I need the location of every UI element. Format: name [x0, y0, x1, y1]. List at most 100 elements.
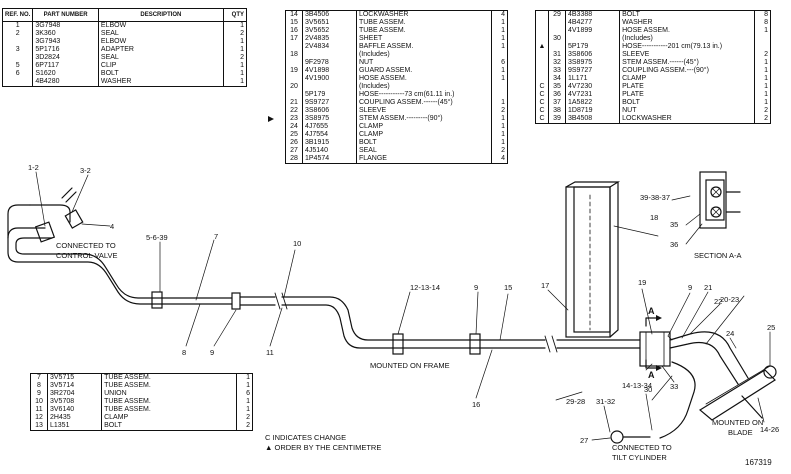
- cell-part: 3K360: [32, 30, 99, 38]
- cell-desc: TUBE ASSEM.: [101, 398, 238, 406]
- cell-c: [536, 59, 549, 67]
- cell-qty: [491, 91, 507, 99]
- cell-qty: 1: [501, 43, 505, 50]
- cell-ref: 24: [286, 123, 303, 131]
- cell-ref: 12: [31, 414, 48, 422]
- cell-c: [536, 75, 549, 83]
- callout-10: 10: [293, 239, 301, 248]
- cell-ref: 33: [548, 67, 566, 75]
- cell-qty: 1: [240, 22, 244, 29]
- cell-qty: 8: [764, 11, 768, 18]
- callout-5-6-39: 5-6-39: [146, 233, 168, 242]
- cell-part: 3D2824: [32, 54, 99, 62]
- callout-14-13-34: 14-13-34: [622, 381, 652, 390]
- cell-part: 3V5715: [47, 374, 103, 382]
- callout-31-32: 31-32: [596, 397, 615, 406]
- cell-qty: 1: [501, 35, 505, 42]
- cell-desc: CLAMP: [619, 75, 756, 83]
- cell-part: 2H435: [47, 414, 103, 422]
- cell-desc: TUBE ASSEM.: [101, 374, 238, 382]
- cell-desc: WASHER: [619, 19, 756, 27]
- cell-desc: HOSE-----------73 cm(61.11 in.): [356, 91, 492, 99]
- cell-part: 5P179: [565, 43, 621, 51]
- callout-33: 33: [670, 382, 678, 391]
- callout-18: 18: [650, 213, 658, 222]
- cell-desc: TUBE ASSEM.: [101, 406, 238, 414]
- cell-ref: 14: [286, 11, 303, 19]
- cell-desc: UNION: [101, 390, 238, 398]
- cell-qty: 2: [501, 147, 505, 154]
- cell-ref: 13: [31, 422, 48, 430]
- callout-36: 36: [670, 240, 678, 249]
- cell-part: 4B3388: [565, 11, 621, 19]
- callout-9a: 9: [210, 348, 214, 357]
- cell-desc: PLATE: [619, 83, 756, 91]
- cell-ref: 2: [3, 30, 34, 38]
- cell-ref: 11: [31, 406, 48, 414]
- cell-part: 5P179: [302, 91, 357, 99]
- cell-qty: 1: [501, 123, 505, 130]
- cell-ref: 20: [286, 83, 303, 91]
- cell-ref: 7: [31, 374, 48, 382]
- cell-ref: 1: [3, 21, 34, 30]
- cell-ref: [286, 43, 303, 51]
- section-arrow-a-top: A: [648, 306, 655, 316]
- cell-part: 3G7943: [32, 38, 99, 46]
- cell-desc: SEAL: [98, 30, 224, 38]
- cell-desc: (Includes): [356, 83, 492, 91]
- cell-ref: 16: [286, 27, 303, 35]
- cell-desc: SEAL: [98, 54, 224, 62]
- cell-ref: 26: [286, 139, 303, 147]
- cell-desc: BOLT: [356, 139, 492, 147]
- cell-c: [536, 35, 549, 43]
- cell-qty: 1: [246, 382, 250, 389]
- callout-19: 19: [638, 278, 646, 287]
- cell-part: 3V6140: [47, 406, 103, 414]
- cell-qty: 4: [501, 155, 505, 162]
- cell-qty: 1: [246, 398, 250, 405]
- cell-part: 4B4280: [32, 78, 99, 86]
- cell-qty: [491, 83, 507, 91]
- cell-desc: ELBOW: [98, 21, 224, 30]
- cell-ref: 32: [548, 59, 566, 67]
- cell-desc: BOLT: [619, 11, 756, 19]
- cell-desc: SLEEVE: [619, 51, 756, 59]
- cell-desc: TUBE ASSEM.: [101, 382, 238, 390]
- cell-qty: 1: [501, 75, 505, 82]
- callout-29-28: 29-28: [566, 397, 585, 406]
- mounted-on-blade-line1: MOUNTED ON: [712, 418, 763, 427]
- connected-tilt-line2: TILT CYLINDER: [612, 453, 667, 462]
- cell-qty: 1: [501, 67, 505, 74]
- part-row: 18(Includes): [286, 51, 507, 59]
- cell-qty: 1: [501, 19, 505, 26]
- cell-qty: 4: [501, 11, 505, 18]
- cell-desc: STEM ASSEM.---------(90°): [356, 115, 492, 123]
- cell-qty: 1: [501, 99, 505, 106]
- cell-part: 3V5714: [47, 382, 103, 390]
- callout-35: 35: [670, 220, 678, 229]
- cell-desc: CLIP: [98, 62, 224, 70]
- cell-desc: GUARD ASSEM.: [356, 67, 492, 75]
